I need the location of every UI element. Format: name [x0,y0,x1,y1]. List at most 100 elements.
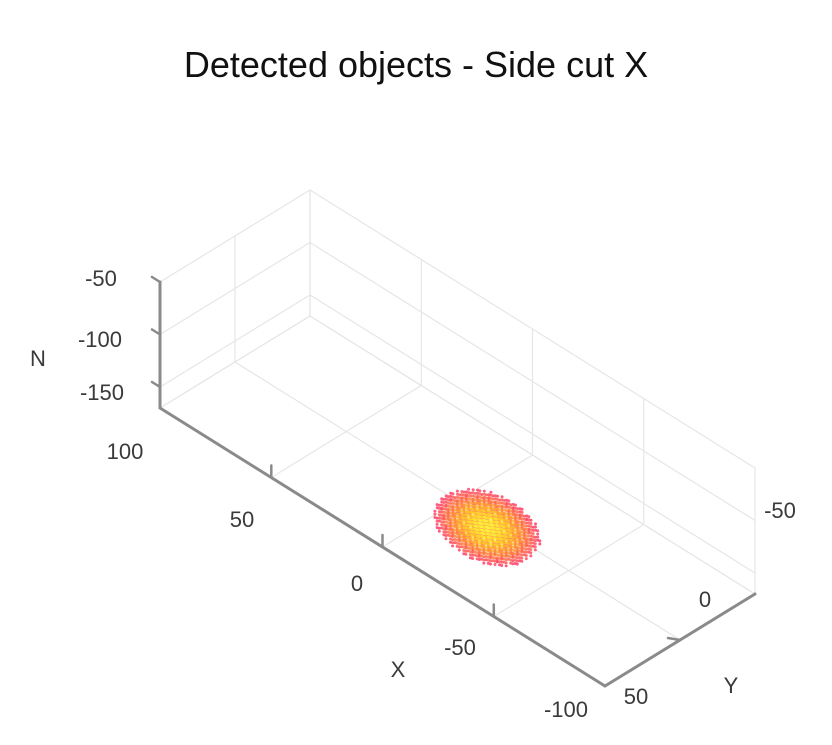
data-point [480,525,484,529]
data-point [446,498,450,502]
data-point [493,510,497,514]
data-point [502,502,506,506]
data-point [455,492,459,496]
data-point [458,496,462,500]
z-tick-mark [150,328,162,336]
data-point [529,528,533,532]
data-point [478,518,482,522]
data-point [475,557,479,561]
data-point [522,527,526,531]
data-point [496,498,500,501]
data-point [448,537,452,541]
data-point [507,548,510,552]
data-point [489,523,493,526]
data-point [489,490,493,494]
data-point [529,554,533,558]
x-axis-label: X [391,657,406,682]
data-point [491,533,495,537]
data-point [531,535,535,539]
data-point [498,531,502,534]
data-point [491,552,495,556]
data-point [477,538,481,542]
data-point [527,547,531,551]
data-point [466,520,470,524]
data-point [527,544,531,548]
data-point [500,495,504,499]
x-tick-label: -50 [444,635,476,660]
data-point [500,547,504,551]
data-point [507,502,511,506]
data-point [455,535,459,539]
data-point [536,538,540,542]
y-tick-mark [666,636,682,642]
data-point [455,518,459,522]
data-point [469,497,473,501]
data-point [495,550,499,554]
data-point [502,534,506,538]
data-point [534,525,537,529]
data-point [462,496,466,500]
data-point [520,510,524,514]
data-point [449,511,453,515]
data-point [502,505,506,509]
data-point [482,561,486,565]
data-point [446,524,450,528]
data-point [498,511,502,515]
x-tick-label: 50 [230,507,254,532]
data-point [509,509,513,513]
data-point [502,528,506,532]
data-point [534,522,537,526]
data-point [513,535,517,539]
data-point [491,530,495,533]
data-point [522,521,526,524]
data-point [473,501,477,505]
data-point [507,528,511,532]
data-point [466,543,470,547]
data-point [449,505,453,509]
data-point [484,551,488,555]
data-point [435,522,439,526]
data-point [440,520,444,524]
data-point [442,507,446,511]
data-point [502,551,506,555]
data-point [514,509,517,513]
data-point [451,521,455,525]
data-point [500,518,504,522]
grid-line [309,189,756,469]
data-point [484,499,488,503]
data-point [437,510,441,514]
grid-line [159,294,311,388]
x-tick-label: 100 [107,439,144,464]
data-point [480,554,484,558]
data-point [471,537,475,541]
data-point [458,502,462,506]
data-point [444,517,448,521]
data-point [480,551,484,555]
data-point [475,531,479,535]
data-point [462,519,466,523]
data-point [498,537,502,541]
data-point [486,555,490,559]
z-tick-mark [150,380,162,389]
data-point [518,552,522,556]
data-point [511,519,515,523]
data-point [511,548,515,552]
grid-lines [159,189,756,687]
data-point [467,487,471,491]
data-point [482,558,486,562]
data-point [440,517,444,520]
data-point [522,543,526,547]
data-point [482,535,486,539]
data-point [462,523,466,526]
data-point [446,495,450,499]
data-point [466,536,470,540]
data-point [513,555,517,559]
data-point [482,489,486,493]
data-point [471,488,475,492]
data-point [480,499,484,503]
z-axis-label: N [30,346,46,371]
data-point [482,541,486,545]
data-point [504,538,508,542]
data-point [498,560,501,564]
grid-line [309,315,756,595]
